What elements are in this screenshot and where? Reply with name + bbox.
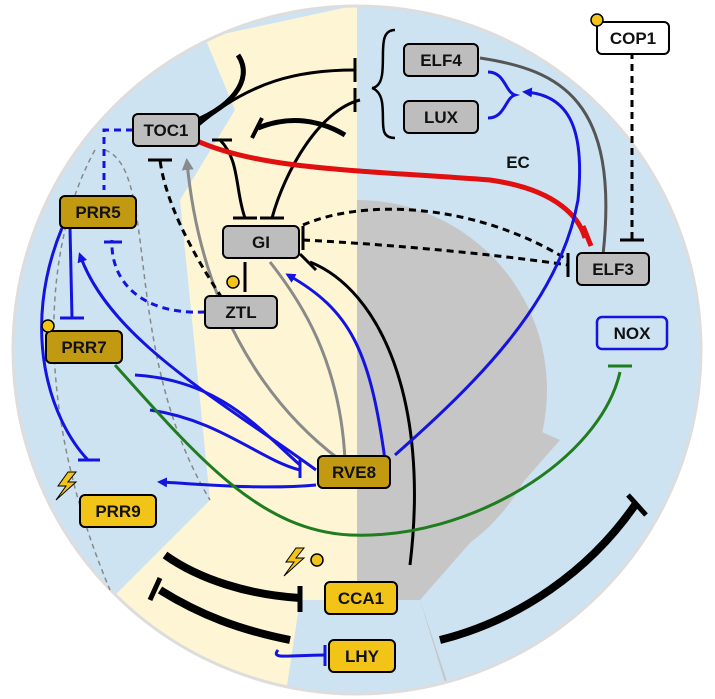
node-gi-label: GI [252, 233, 270, 252]
edge-prr7-rve8-2-blue [149, 408, 301, 472]
edge-prr5-prr7-blue [68, 227, 74, 319]
node-elf4[interactable]: ELF4 [403, 43, 479, 77]
edge-big-right-arc [439, 502, 639, 644]
light-sensor-dot-icon [226, 275, 240, 289]
edge-gi-elf3-dashed-top [302, 207, 569, 262]
outer-circle [11, 4, 703, 696]
light-sensor-dot-icon [590, 13, 604, 27]
node-rve8[interactable]: RVE8 [317, 455, 391, 489]
node-prr7[interactable]: PRR7 [45, 330, 123, 364]
node-elf3-label: ELF3 [592, 260, 634, 279]
node-prr5[interactable]: PRR5 [59, 195, 137, 229]
edge-ztl-toc1-dashed [158, 159, 224, 299]
edge-gi-up-left [218, 138, 247, 219]
edge-cca1-outer-thick [157, 586, 291, 644]
edge-elf4lux-to-gi [194, 68, 356, 130]
edge-elf4-lux-bracket-blue [487, 70, 521, 120]
edge-rve8-gi-blue [285, 273, 387, 461]
node-lux-label: LUX [424, 108, 459, 127]
nodes: TOC1 ELF4 LUX EC COP1 GI ELF3 [41, 13, 670, 673]
edge-rve8-cca1-black [309, 260, 416, 566]
edge-elf4-elf3 [479, 56, 608, 256]
node-cca1-label: CCA1 [338, 589, 384, 608]
edge-rve8-toc1-gray [181, 158, 341, 462]
node-elf3[interactable]: ELF3 [576, 252, 650, 286]
node-elf4-label: ELF4 [420, 51, 462, 70]
edge-gi-up-right [270, 98, 361, 219]
node-lux[interactable]: LUX [403, 100, 479, 134]
ec-label: EC [506, 153, 530, 172]
node-ztl[interactable]: ZTL [204, 295, 278, 329]
node-cop1[interactable]: COP1 [596, 21, 670, 55]
edge-gi-elf3-dashed-bottom [302, 238, 569, 267]
edge-rve8-elf4lux-blue [394, 87, 582, 457]
edge-prr7-rve8-blue [134, 373, 301, 467]
light-sensor-dot-icon [41, 319, 55, 333]
node-cca1[interactable]: CCA1 [324, 581, 398, 615]
edge-prr7-cca1-green [113, 363, 622, 537]
light-sensor-dot-icon [310, 553, 324, 567]
node-ztl-label: ZTL [225, 303, 256, 322]
edge-toc1-elf3-red [193, 137, 588, 239]
edge-rve8-gi-gray [268, 261, 347, 461]
edge-prr5-prr9-blue [40, 227, 90, 462]
edge-cca1-bottom-left-thick [162, 551, 301, 602]
node-prr5-label: PRR5 [75, 203, 120, 222]
edge-black-arc-thick [257, 118, 347, 138]
node-nox-label: NOX [614, 324, 652, 343]
node-gi[interactable]: GI [222, 225, 300, 259]
edges [40, 52, 639, 658]
background-sectors [12, 5, 702, 695]
node-lhy[interactable]: LHY [328, 639, 396, 673]
node-prr9-label: PRR9 [95, 502, 140, 521]
ec-brace [371, 28, 396, 140]
node-toc1[interactable]: TOC1 [132, 113, 200, 147]
node-prr9[interactable]: PRR9 [79, 494, 157, 528]
node-cop1-label: COP1 [610, 29, 656, 48]
edge-toc1-prr5-blue-dashed [102, 128, 133, 190]
light-bolt-icon [283, 547, 306, 577]
node-prr7-label: PRR7 [61, 338, 106, 357]
edge-lhy-loop-blue [274, 649, 326, 658]
edge-ztl-prr5-blue-dashed [110, 239, 206, 314]
node-rve8-label: RVE8 [332, 463, 376, 482]
node-lhy-label: LHY [345, 647, 380, 666]
light-bolt-icon [55, 471, 78, 501]
inhibition-bars [60, 58, 648, 666]
node-nox[interactable]: NOX [595, 315, 669, 351]
node-toc1-label: TOC1 [143, 121, 188, 140]
